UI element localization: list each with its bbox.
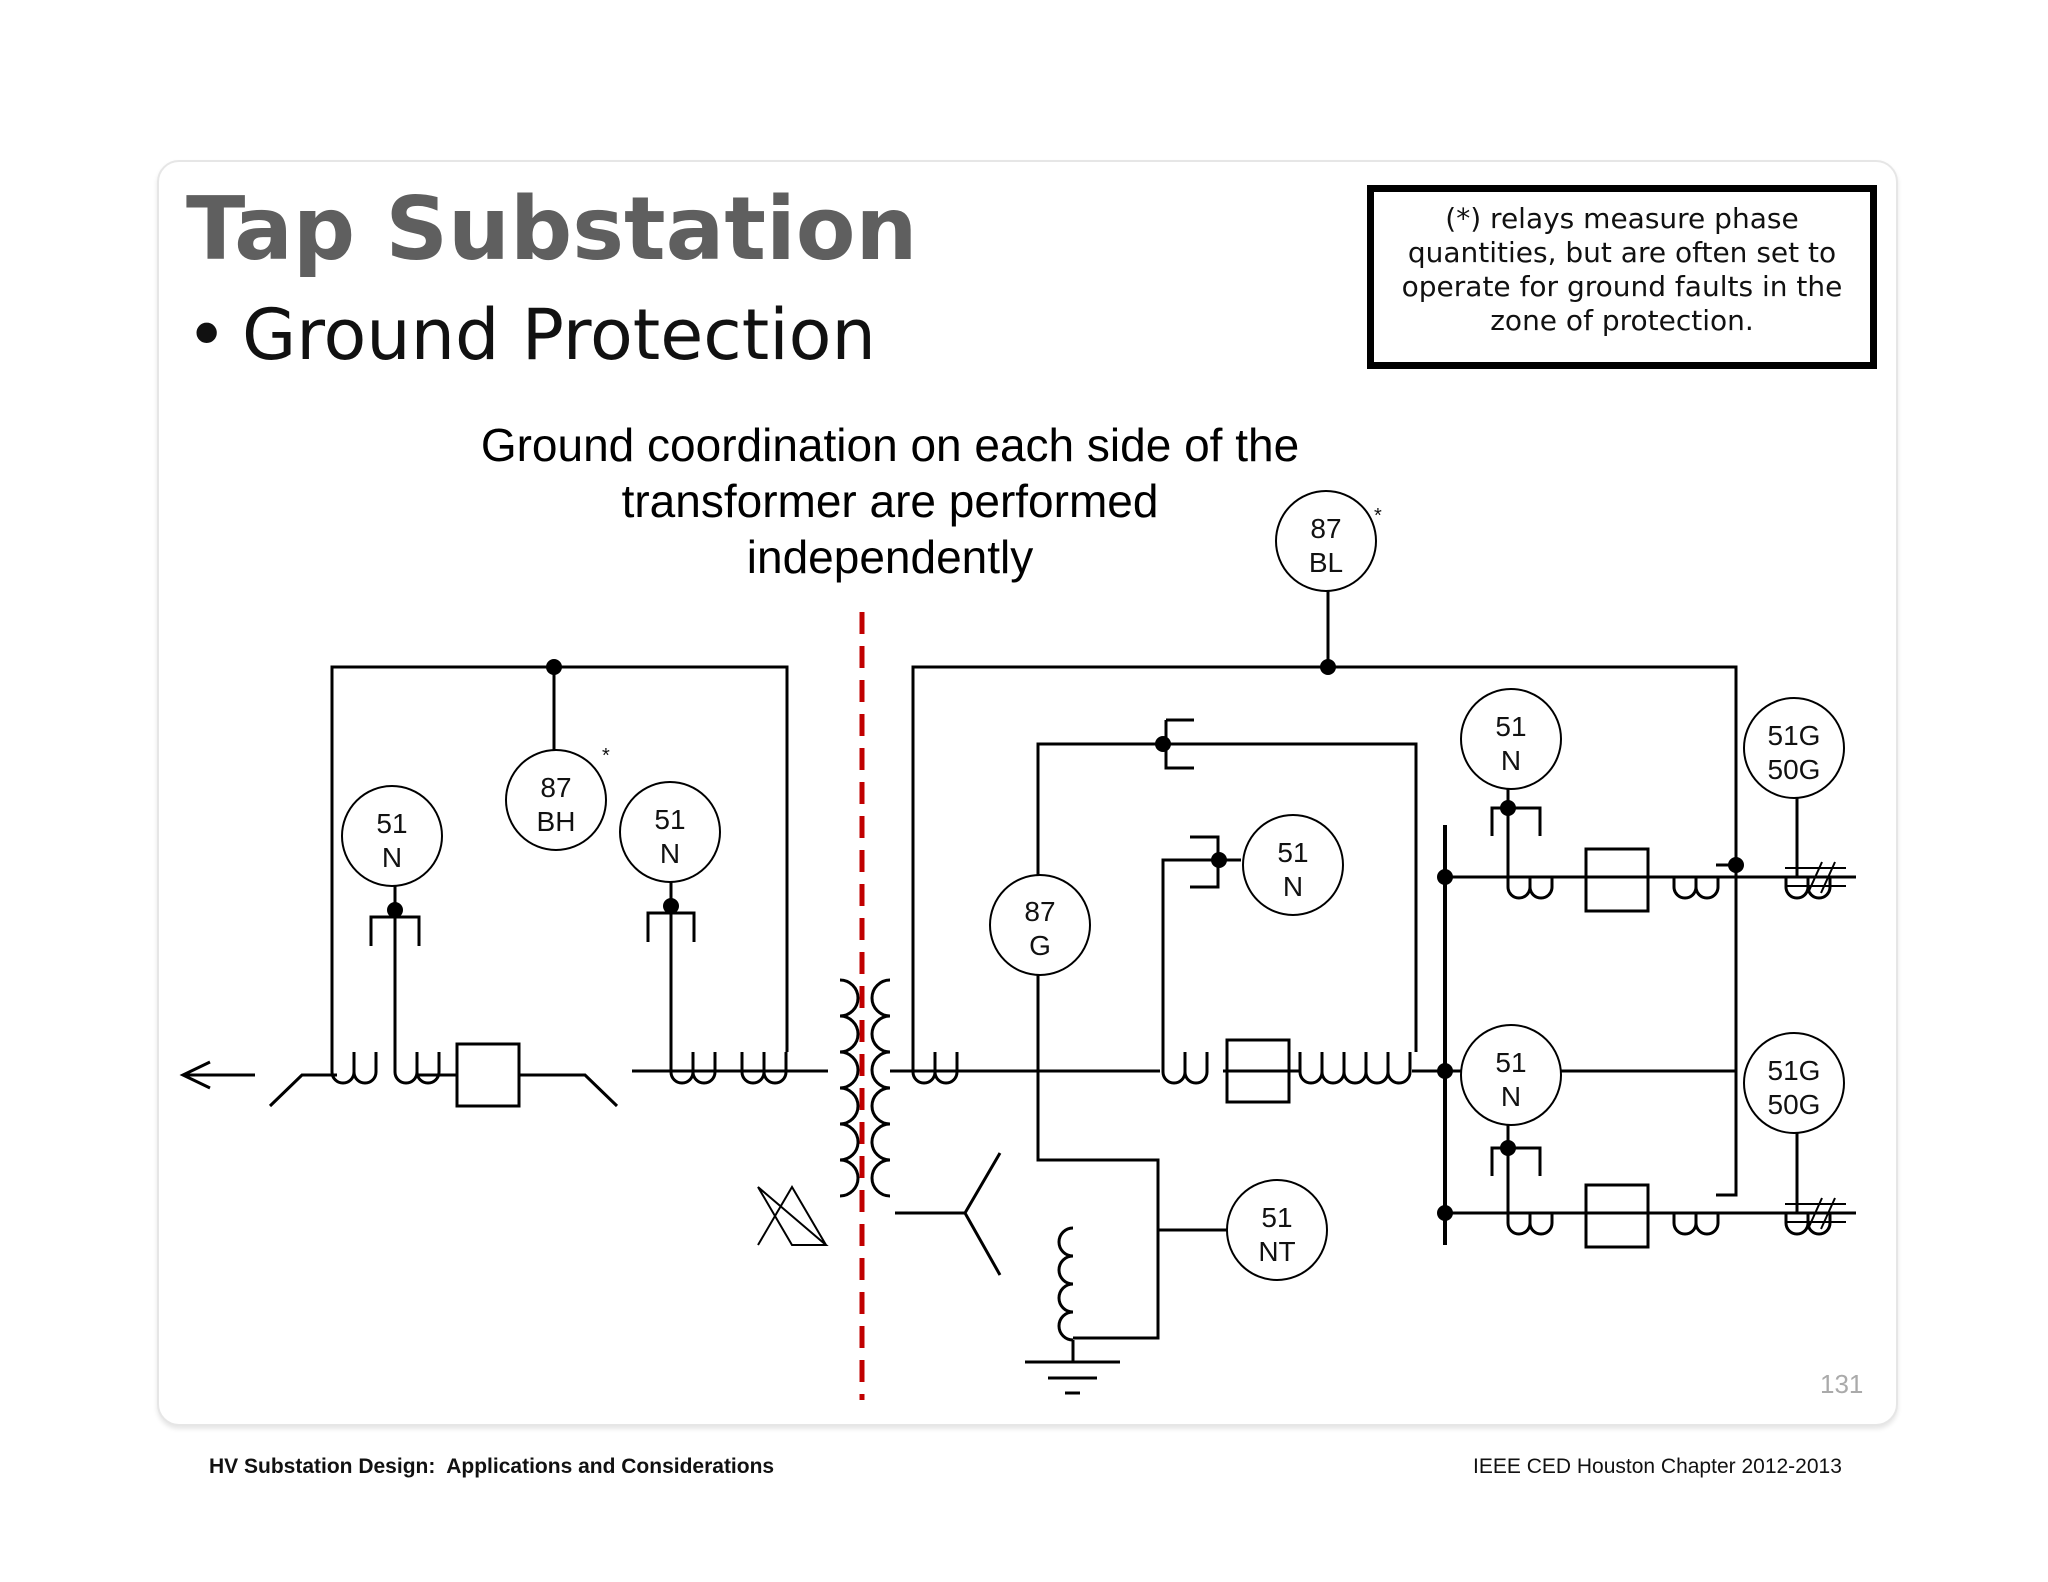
relay-87g: 87 G xyxy=(989,874,1091,976)
delta-icon xyxy=(757,1185,829,1246)
junctions xyxy=(387,659,1744,1221)
relay-51n-hv-left: 51 N xyxy=(341,785,443,887)
wiring xyxy=(179,588,1856,1395)
svg-text:N: N xyxy=(1501,745,1521,776)
hv-ct-1 xyxy=(330,1052,378,1085)
relay-51g50g-feeder2: 51G 50G xyxy=(1743,1032,1845,1134)
relay-51nt: 51 NT xyxy=(1226,1179,1328,1281)
svg-text:87: 87 xyxy=(1024,896,1055,927)
diagram-caption: Ground coordination on each side of the … xyxy=(480,419,1300,583)
grounding-coil xyxy=(1057,1226,1074,1342)
svg-text:N: N xyxy=(1501,1081,1521,1112)
hv-bushing-left xyxy=(268,1073,337,1108)
bullet-text: Ground Protection xyxy=(242,294,876,376)
svg-text:G: G xyxy=(1029,930,1051,961)
hv-breaker xyxy=(455,1042,521,1108)
relay-51n-main: 51 N xyxy=(1242,814,1344,916)
feeder2-ct-2 xyxy=(1672,1213,1720,1236)
feeder1-breaker xyxy=(1584,847,1650,913)
slide-frame xyxy=(157,160,1898,1426)
transformer-hv-winding xyxy=(839,978,860,1198)
feeder2-breaker xyxy=(1584,1183,1650,1249)
feeder1-ct-2 xyxy=(1672,877,1720,900)
svg-text:51: 51 xyxy=(1277,837,1308,868)
svg-text:87: 87 xyxy=(1310,513,1341,544)
svg-text:51: 51 xyxy=(1261,1202,1292,1233)
page-number: 131 xyxy=(1820,1369,1864,1399)
transformer-lv-winding xyxy=(870,978,891,1198)
hv-ct-2 xyxy=(393,1052,441,1085)
svg-text:N: N xyxy=(382,842,402,873)
svg-text:50G: 50G xyxy=(1768,1089,1821,1120)
svg-text:NT: NT xyxy=(1258,1236,1295,1267)
footer-right-text: IEEE CED Houston Chapter 2012-2013 xyxy=(1473,1455,1842,1478)
svg-text:N: N xyxy=(1283,871,1303,902)
ground-icon xyxy=(1025,1360,1120,1395)
note-box: (*) relays measure phase quantities, but… xyxy=(1367,185,1877,369)
relay-51n-feeder1: 51 N xyxy=(1460,688,1562,790)
svg-text:51: 51 xyxy=(1495,711,1526,742)
footer-left-text: HV Substation Design: Applications and C… xyxy=(209,1455,775,1478)
hv-bushing-right xyxy=(519,1073,619,1108)
bullet-dot-icon: • xyxy=(186,294,228,376)
slide-title: Tap Substation xyxy=(186,178,918,280)
hv-arrow-icon xyxy=(179,1060,255,1090)
relay-87bh: 87 BH * xyxy=(505,745,610,851)
lv-ct-2 xyxy=(1161,1052,1209,1085)
svg-text:51G: 51G xyxy=(1768,720,1821,751)
hv-ct-3 xyxy=(669,1052,717,1085)
feeder2-ct-1 xyxy=(1506,1213,1554,1236)
lv-ct-1 xyxy=(911,1052,959,1085)
svg-text:*: * xyxy=(602,745,610,767)
svg-text:*: * xyxy=(1374,505,1382,527)
relay-51n-hv-right: 51 N xyxy=(619,781,721,883)
svg-text:BH: BH xyxy=(537,806,576,837)
lv-ct-3 xyxy=(1298,1052,1412,1085)
svg-text:51: 51 xyxy=(376,808,407,839)
relay-51g50g-feeder1: 51G 50G xyxy=(1743,697,1845,799)
svg-text:50G: 50G xyxy=(1768,754,1821,785)
bullet-item: •Ground Protection xyxy=(186,300,876,370)
svg-text:87: 87 xyxy=(540,772,571,803)
relay-87bl: 87 BL * xyxy=(1275,490,1382,592)
relay-51n-feeder2: 51 N xyxy=(1460,1024,1562,1126)
svg-text:51G: 51G xyxy=(1768,1055,1821,1086)
svg-text:51: 51 xyxy=(654,804,685,835)
svg-text:51: 51 xyxy=(1495,1047,1526,1078)
hv-ct-4 xyxy=(740,1052,788,1085)
svg-text:N: N xyxy=(660,838,680,869)
feeder1-ct-1 xyxy=(1506,877,1554,900)
lv-breaker xyxy=(1225,1038,1291,1104)
svg-text:BL: BL xyxy=(1309,547,1343,578)
